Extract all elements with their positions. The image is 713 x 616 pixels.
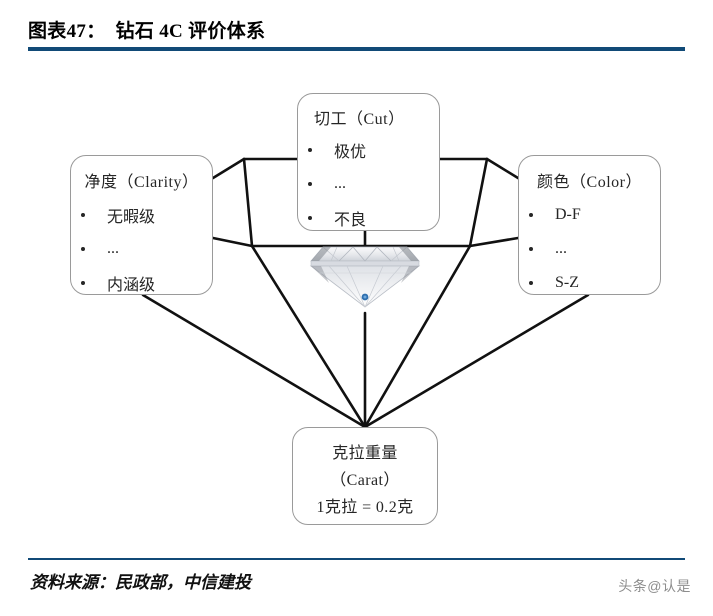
list-item: 不良: [298, 201, 439, 235]
list-item: ...: [519, 232, 660, 266]
footer-rule: [28, 558, 685, 560]
line-hub-left-to-carat: [250, 244, 367, 429]
node-cut[interactable]: 切工（Cut） 极优 ... 不良: [297, 93, 440, 231]
list-item-label: ...: [555, 240, 567, 257]
list-item-label: ...: [334, 175, 346, 192]
list-item-label: D-F: [555, 206, 581, 223]
node-color-title: 颜色（Color）: [537, 174, 642, 191]
list-item: 极优: [298, 133, 439, 167]
list-item: ...: [298, 167, 439, 201]
line-upper-right-vertex-to-hub-right: [468, 157, 489, 248]
list-item-label: ...: [107, 240, 119, 257]
node-carat-title: 克拉重量: [332, 445, 398, 462]
list-item: S-Z: [519, 266, 660, 300]
node-clarity-title: 净度（Clarity）: [84, 174, 199, 191]
node-cut-list: 极优 ... 不良: [298, 133, 439, 235]
node-cut-title: 切工（Cut）: [314, 111, 405, 128]
list-item-label: S-Z: [555, 274, 579, 291]
bullet-icon: [81, 247, 85, 251]
list-item-label: 不良: [334, 212, 367, 229]
diamond-icon: [305, 237, 425, 313]
bullet-icon: [529, 281, 533, 285]
node-carat[interactable]: 克拉重量 （Carat） 1克拉 = 0.2克: [292, 427, 438, 525]
list-item-label: 内涵级: [107, 277, 156, 294]
line-upper-left-vertex-to-hub-left: [242, 157, 254, 248]
bullet-icon: [308, 216, 312, 220]
line-clarity-to-carat: [141, 293, 367, 429]
bullet-icon: [308, 182, 312, 186]
line-color-to-carat: [363, 293, 590, 429]
page-title: 图表47： 钻石 4C 评价体系: [28, 20, 266, 42]
list-item-label: 无暇级: [107, 209, 156, 226]
node-carat-subtitle: （Carat）: [330, 472, 400, 489]
list-item-label: 极优: [334, 144, 367, 161]
list-item: 内涵级: [71, 266, 212, 300]
bullet-icon: [81, 281, 85, 285]
bullet-icon: [81, 213, 85, 217]
connector-lines: [141, 157, 590, 429]
header-rule: [28, 47, 685, 51]
line-clarity-to-upper-left-vertex: [211, 157, 246, 180]
line-hub-right-to-carat: [363, 244, 472, 429]
diagram-canvas: 净度（Clarity） 无暇级 ... 内涵级 切工（Cut） 极优 ... 不…: [0, 55, 713, 555]
list-item: D-F: [519, 198, 660, 232]
node-clarity[interactable]: 净度（Clarity） 无暇级 ... 内涵级: [70, 155, 213, 295]
line-color-to-upper-right-vertex: [485, 157, 520, 180]
watermark-label: 头条@认是: [618, 578, 691, 594]
node-clarity-list: 无暇级 ... 内涵级: [71, 198, 212, 300]
node-color[interactable]: 颜色（Color） D-F ... S-Z: [518, 155, 661, 295]
list-item: 无暇级: [71, 198, 212, 232]
source-note: 资料来源：民政部，中信建投: [30, 573, 251, 592]
line-clarity-to-hub-left: [211, 236, 254, 248]
node-carat-note: 1克拉 = 0.2克: [316, 499, 414, 516]
line-color-to-hub-right: [468, 236, 520, 248]
list-item: ...: [71, 232, 212, 266]
bullet-icon: [529, 213, 533, 217]
node-color-list: D-F ... S-Z: [519, 198, 660, 300]
bullet-icon: [308, 148, 312, 152]
bullet-icon: [529, 247, 533, 251]
figure-header: 图表47： 钻石 4C 评价体系: [28, 12, 688, 46]
